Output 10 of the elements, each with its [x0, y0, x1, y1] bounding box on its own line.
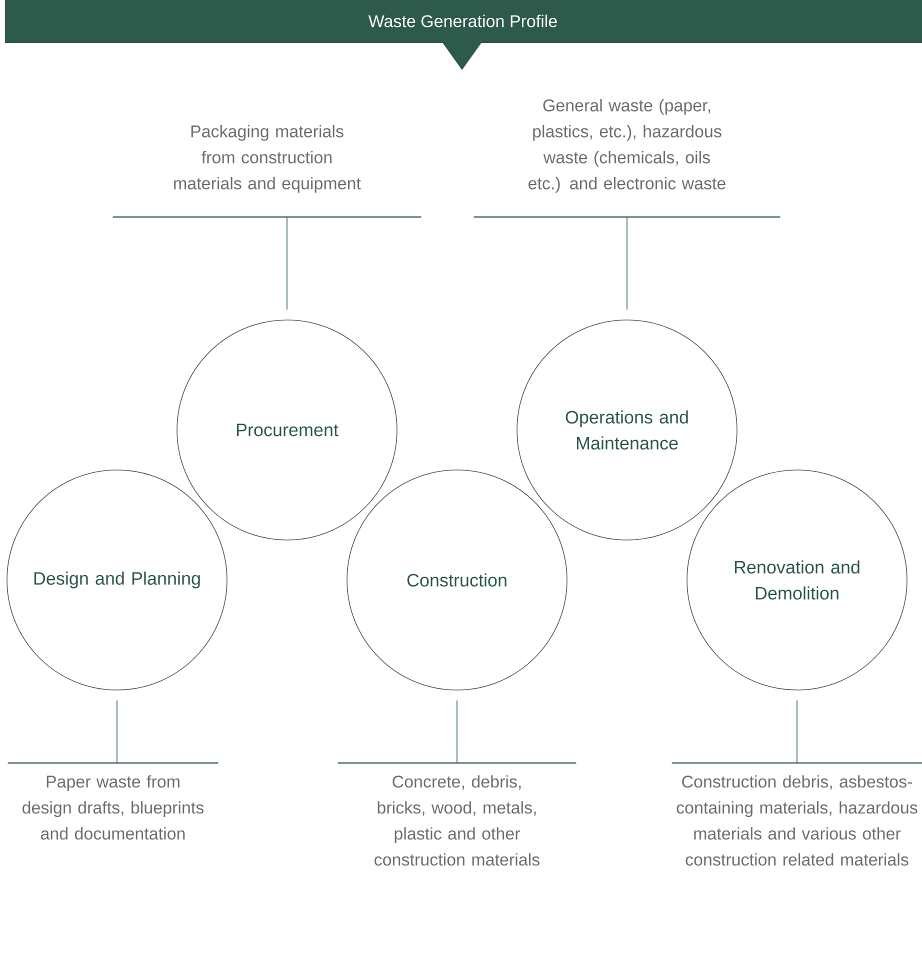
waste-description: Concrete, debris, bricks, wood, metals, plastic and other construction materials [338, 762, 576, 866]
connector-line [286, 216, 288, 310]
connector-line [456, 700, 458, 764]
waste-description: Packaging materials from construction materials and equipment [112, 124, 422, 218]
waste-description: Paper waste from design drafts, blueprints and documentation [8, 762, 218, 840]
connector-line [796, 700, 798, 764]
waste-description: Construction debris, asbestos-containing materials, hazardous materials and various other construction related materials [672, 762, 922, 866]
connector-line [116, 700, 118, 764]
connector-line [626, 216, 628, 310]
waste-description: General waste (paper, plastics, etc.), hazardous waste (chemicals, oils etc.) and electronic waste [474, 98, 780, 218]
